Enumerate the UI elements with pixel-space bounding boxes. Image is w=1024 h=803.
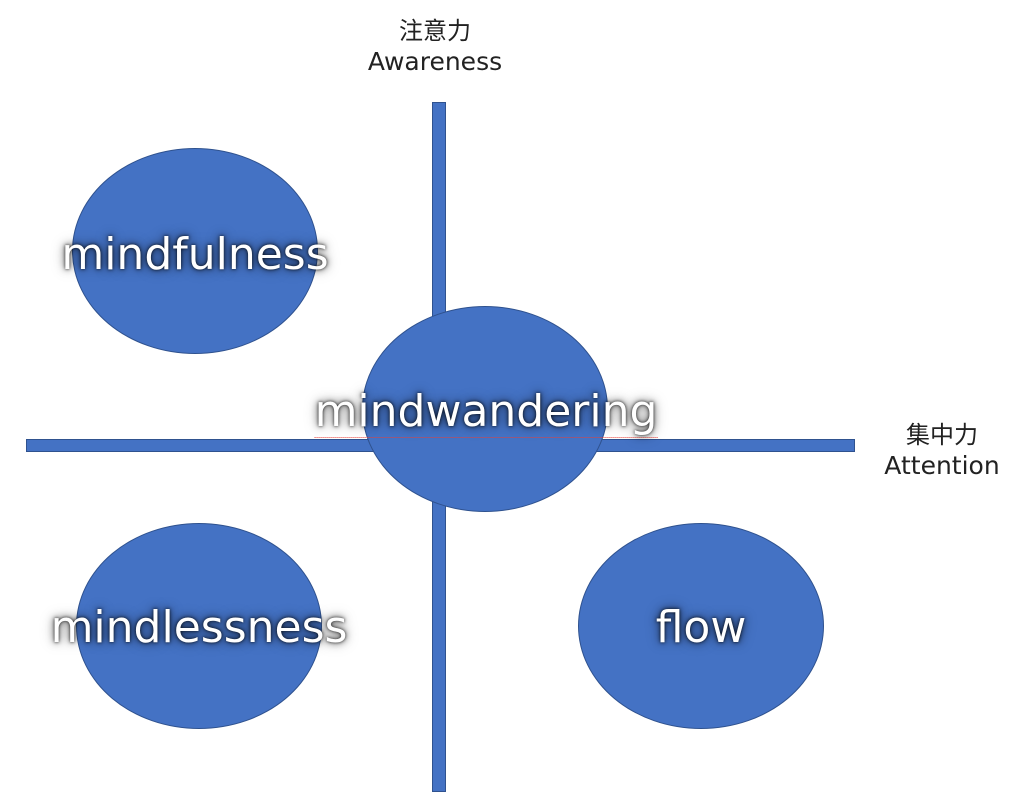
mindwandering-label: mindwandering	[314, 386, 658, 438]
vertical-axis-label-jp: 注意力	[399, 17, 471, 45]
vertical-axis-label: 注意力 Awareness	[355, 16, 515, 77]
flow-ellipse	[578, 523, 824, 729]
mindfulness-label: mindfulness	[61, 229, 329, 280]
vertical-axis-label-en: Awareness	[367, 47, 503, 76]
mindlessness-label: mindlessness	[50, 602, 348, 653]
horizontal-axis-label: 集中力 Attention	[872, 420, 1012, 481]
mindlessness-ellipse	[76, 523, 322, 729]
mindwandering-ellipse	[362, 306, 608, 512]
horizontal-axis-label-jp: 集中力	[906, 421, 978, 449]
flow-label: flow	[655, 602, 747, 653]
horizontal-axis-label-en: Attention	[884, 451, 1000, 480]
mindwandering-label-wrap: mindwandering	[314, 386, 658, 438]
mindfulness-ellipse	[72, 148, 318, 354]
